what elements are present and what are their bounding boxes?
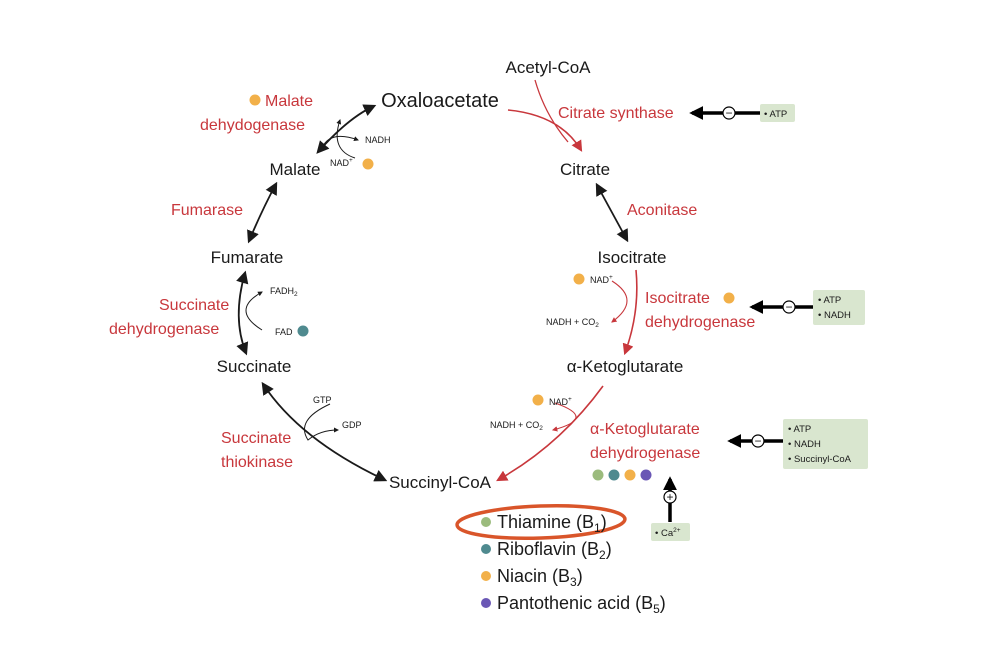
fumarate-label: Fumarate xyxy=(211,248,284,267)
alpha-ketoglutarate-label: α-Ketoglutarate xyxy=(567,357,684,376)
niacin-dot-akg xyxy=(532,394,544,406)
malate-label: Malate xyxy=(269,160,320,179)
nad-malate-label: NAD+ xyxy=(330,157,353,168)
regulator-isocitrate-dh-nadh: • NADH xyxy=(818,310,851,321)
succinate-thiokinase-label-1: Succinate xyxy=(221,430,291,447)
fad-label: FAD xyxy=(275,327,293,337)
nad-iso-label: NAD+ xyxy=(590,274,613,285)
arrow-akg-to-succinyl-coa xyxy=(496,385,604,482)
riboflavin-dot-akg-dh xyxy=(608,469,620,481)
niacin-dot-isocitrate-dh xyxy=(723,292,735,304)
thiamine-dot-akg-dh xyxy=(592,469,604,481)
regulator-box-calcium xyxy=(651,523,690,541)
regulator-akg-dh-nadh: • NADH xyxy=(788,439,821,450)
nad-akg-label: NAD+ xyxy=(549,396,572,407)
isocitrate-dh-label-1: Isocitrate xyxy=(645,290,710,307)
regulator-akg-dh-succinyl-coa: • Succinyl-CoA xyxy=(788,454,852,465)
succinate-label: Succinate xyxy=(217,357,292,376)
gdp-label: GDP xyxy=(342,420,362,430)
nad-curve-akg xyxy=(551,402,577,432)
minus-circle-akg-dh xyxy=(751,434,765,448)
nad-curve-isocitrate xyxy=(611,280,628,323)
thiamine-legend-dot xyxy=(481,517,491,527)
niacin-dot-iso xyxy=(573,273,585,285)
minus-circle-citrate-synthase xyxy=(722,106,736,120)
plus-circle-akg-dh xyxy=(663,490,677,504)
legend-riboflavin: Riboflavin (B2) xyxy=(497,539,612,562)
fadh2-label: FADH2 xyxy=(270,286,298,298)
regulator-box-akg-dh xyxy=(783,419,868,469)
arrow-succinyl-coa-succinate xyxy=(261,381,388,482)
regulator-isocitrate-dh-atp: • ATP xyxy=(818,295,841,306)
legend-niacin: Niacin (B3) xyxy=(497,566,583,589)
niacin-dot-malate xyxy=(362,158,374,170)
regulator-citrate-synthase-atp: • ATP xyxy=(764,109,787,120)
gtp-gdp-curve xyxy=(304,403,339,441)
citrate-synthase-label: Citrate synthase xyxy=(558,105,674,122)
riboflavin-dot-fad xyxy=(297,325,309,337)
arrow-malate-oxaloacetate xyxy=(316,104,377,154)
pantothenic-legend-dot xyxy=(481,598,491,608)
succinate-dh-label-2: dehydrogenase xyxy=(109,321,219,338)
fumarase-label: Fumarase xyxy=(171,202,243,219)
aconitase-label: Aconitase xyxy=(627,202,697,219)
thiamine-highlight-circle xyxy=(455,503,627,541)
isocitrate-label: Isocitrate xyxy=(598,248,667,267)
akg-dh-label-1: α-Ketoglutarate xyxy=(590,421,700,438)
legend-thiamine: Thiamine (B1) xyxy=(497,512,607,535)
legend-pantothenic: Pantothenic acid (B5) xyxy=(497,593,666,616)
vitamin-legend: Thiamine (B1) Riboflavin (B2) Niacin (B3… xyxy=(455,503,666,616)
regulator-box-isocitrate-dh xyxy=(813,290,865,325)
arrow-fumarate-malate xyxy=(247,181,278,244)
nadh-curve-malate xyxy=(321,135,359,149)
regulator-box-citrate-synthase xyxy=(760,104,795,122)
arrow-oxaloacetate-to-citrate xyxy=(507,109,583,152)
minus-sign-akg-dh: − xyxy=(754,434,761,448)
arrow-citrate-isocitrate xyxy=(595,182,629,243)
succinate-thiokinase-label-2: thiokinase xyxy=(221,454,293,471)
oxaloacetate-label: Oxaloacetate xyxy=(381,90,499,112)
succinyl-coa-label: Succinyl-CoA xyxy=(389,473,492,492)
pantothenic-dot-akg-dh xyxy=(640,469,652,481)
niacin-legend-dot xyxy=(481,571,491,581)
isocitrate-dh-label-2: dehydrogenase xyxy=(645,314,755,331)
gtp-label: GTP xyxy=(313,395,332,405)
acetyl-coa-label: Acetyl-CoA xyxy=(505,58,591,77)
niacin-dot-akg-dh xyxy=(624,469,636,481)
nadh-malate-label: NADH xyxy=(365,135,391,145)
succinate-dh-label-1: Succinate xyxy=(159,297,229,314)
nadh-co2-akg-label: NADH + CO2 xyxy=(490,420,543,432)
plus-sign-akg-dh: + xyxy=(666,490,673,504)
regulator-calcium: • Ca2+ xyxy=(655,527,681,539)
arrow-acetyl-coa-join xyxy=(534,79,569,143)
akg-dh-label-2: dehydrogenase xyxy=(590,445,700,462)
malate-dh-label-2: dehydogenase xyxy=(200,117,305,134)
fad-fadh2-curve xyxy=(245,291,263,331)
malate-dh-label-1: Malate xyxy=(265,93,313,110)
nadh-co2-iso-label: NADH + CO2 xyxy=(546,317,599,329)
minus-sign-isocitrate-dh: − xyxy=(785,300,792,314)
citrate-label: Citrate xyxy=(560,160,610,179)
regulator-akg-dh-atp: • ATP xyxy=(788,424,811,435)
minus-sign-citrate-synthase: − xyxy=(725,106,732,120)
nad-curve-malate xyxy=(336,119,356,159)
riboflavin-legend-dot xyxy=(481,544,491,554)
niacin-dot-malate-dh xyxy=(249,94,261,106)
arrow-isocitrate-to-akg xyxy=(622,269,638,356)
arrow-succinate-fumarate xyxy=(236,270,249,356)
minus-circle-isocitrate-dh xyxy=(782,300,796,314)
